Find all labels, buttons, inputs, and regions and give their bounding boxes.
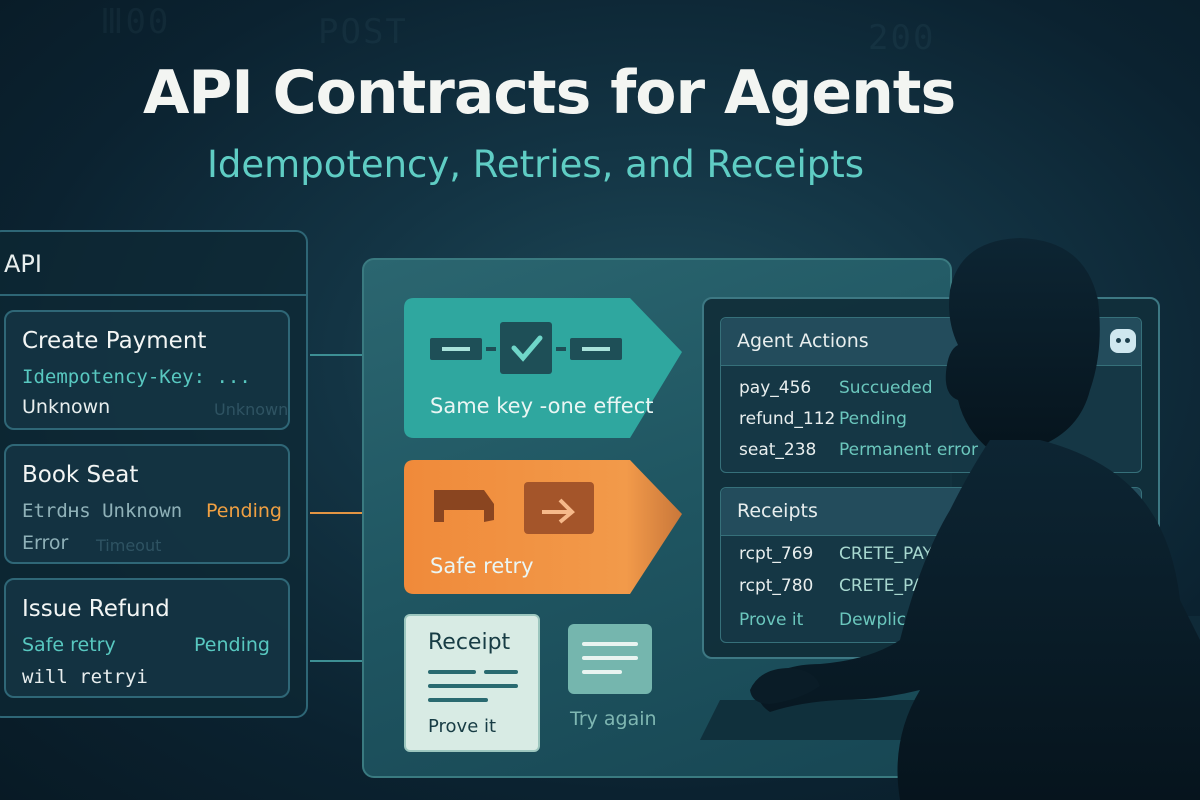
page-title: API Contracts for Agents bbox=[143, 58, 956, 128]
action-status: Pending bbox=[839, 409, 907, 429]
receipt-value: CRETE_PAY bbox=[839, 576, 933, 596]
agent-actions-title: Agent Actions bbox=[737, 330, 869, 352]
api-panel-label: API bbox=[4, 250, 42, 278]
receipt-line bbox=[484, 670, 518, 674]
action-key: pay_456 bbox=[739, 378, 812, 398]
card-ghost-status: Timeout bbox=[96, 536, 162, 555]
card-status-pending: Pending bbox=[206, 500, 282, 522]
arrow-right-icon bbox=[310, 512, 390, 514]
card-status-pending: Pending bbox=[194, 634, 270, 656]
action-key: seat_238 bbox=[739, 440, 817, 460]
receipt-footer: Prove it bbox=[428, 716, 497, 737]
api-card-book-seat[interactable]: Book Seat Etrdʜs Unknown Pending Error T… bbox=[4, 444, 290, 564]
document-icon bbox=[568, 624, 652, 694]
receipts-section: Receipts rcpt_769 CRETE_PAY rcpt_780 CRE… bbox=[720, 487, 1142, 643]
background-ghost-text: Ⅲ00 bbox=[100, 2, 171, 42]
page-subtitle: Idempotency, Retries, and Receipts bbox=[207, 143, 865, 186]
api-card-issue-refund[interactable]: Issue Refund Safe retry Pending will ret… bbox=[4, 578, 290, 698]
card-title: Issue Refund bbox=[22, 596, 170, 622]
card-error: Error bbox=[22, 532, 69, 554]
retry-icon bbox=[404, 460, 682, 594]
receipt-card[interactable]: Receipt Prove it bbox=[404, 614, 540, 752]
robot-icon bbox=[1110, 329, 1136, 353]
receipt-key: rcpt_780 bbox=[739, 576, 814, 596]
card-title: Book Seat bbox=[22, 462, 139, 488]
receipt-title: Receipt bbox=[428, 630, 511, 655]
receipt-line bbox=[428, 684, 518, 688]
receipts-header: Receipts bbox=[721, 488, 1141, 536]
receipt-line bbox=[428, 670, 476, 674]
same-key-card: Same key -one effect bbox=[404, 298, 684, 438]
receipt-value: Dewplica bbox=[839, 610, 917, 630]
agent-actions-section: Agent Actions pay_456 Succueded refund_1… bbox=[720, 317, 1142, 473]
receipt-key: rcpt_769 bbox=[739, 544, 814, 564]
safe-retry-card: Safe retry bbox=[404, 460, 684, 600]
api-card-create-payment[interactable]: Create Payment Idempotency-Key: ... Unkn… bbox=[4, 310, 290, 430]
try-again-label[interactable]: Try again bbox=[570, 708, 657, 730]
arrow-right-icon bbox=[310, 660, 390, 662]
card-idempotency-key: Idempotency-Key: ... bbox=[22, 366, 251, 388]
card-status: Unknown bbox=[22, 396, 111, 418]
card-ghost-status: Unknown bbox=[214, 400, 289, 419]
action-key: refund_112 bbox=[739, 409, 836, 429]
api-panel: API Create Payment Idempotency-Key: ... … bbox=[0, 230, 308, 718]
receipt-key: Prove it bbox=[739, 610, 804, 630]
action-status: Succueded bbox=[839, 378, 933, 398]
safe-retry-label: Safe retry bbox=[430, 554, 534, 578]
receipt-value: CRETE_PAY bbox=[839, 544, 933, 564]
card-safe-retry: Safe retry bbox=[22, 634, 116, 656]
agent-actions-header: Agent Actions bbox=[721, 318, 1141, 366]
action-status: Permanent error bbox=[839, 440, 979, 460]
card-status: Etrdʜs Unknown bbox=[22, 500, 183, 522]
key-check-icon bbox=[404, 298, 682, 438]
background-ghost-text: POST bbox=[318, 12, 408, 52]
card-retry-note: will retryi bbox=[22, 666, 148, 688]
api-panel-divider bbox=[0, 294, 306, 296]
arrow-right-icon bbox=[310, 354, 390, 356]
receipts-title: Receipts bbox=[737, 500, 818, 522]
background-ghost-text: 200 bbox=[868, 18, 936, 58]
agent-monitor: Agent Actions pay_456 Succueded refund_1… bbox=[702, 297, 1160, 659]
receipt-line bbox=[428, 698, 488, 702]
same-key-label: Same key -one effect bbox=[430, 394, 654, 418]
card-title: Create Payment bbox=[22, 328, 207, 354]
